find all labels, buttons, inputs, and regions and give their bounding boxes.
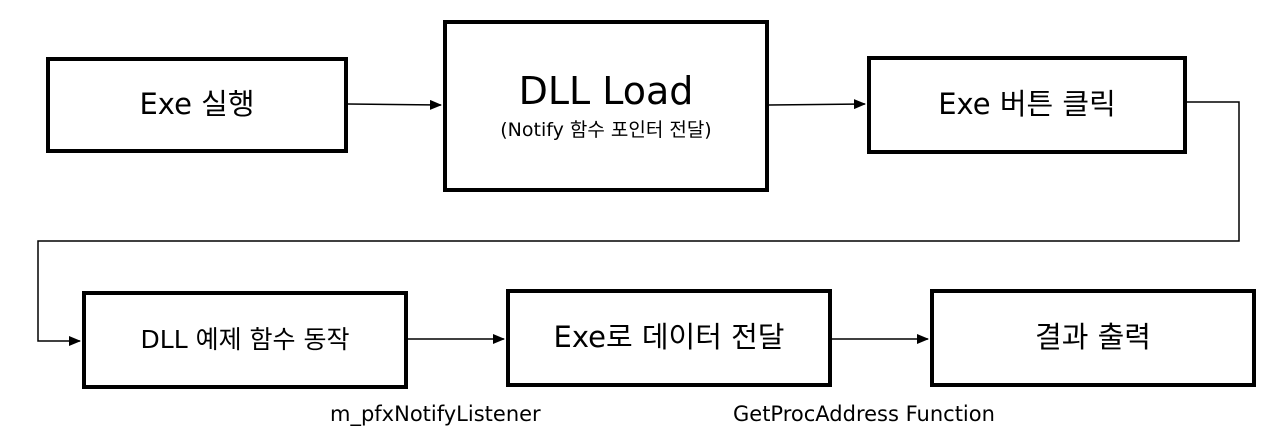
node-output-result-label: 결과 출력 bbox=[1035, 320, 1151, 355]
edge-label-getprocaddress: GetProcAddress Function bbox=[733, 402, 995, 426]
node-send-to-exe-label: Exe로 데이터 전달 bbox=[553, 320, 785, 355]
node-exe-button-click-label: Exe 버튼 클릭 bbox=[938, 87, 1116, 122]
node-output-result: 결과 출력 bbox=[930, 289, 1256, 387]
node-dll-load-label: DLL Load bbox=[518, 68, 694, 113]
node-exe-run-label: Exe 실행 bbox=[139, 87, 255, 122]
node-dll-load-sublabel: (Notify 함수 포인터 전달) bbox=[500, 119, 712, 142]
edge-button-click-to-dll-example bbox=[37, 101, 1240, 346]
node-dll-example-func-label: DLL 예제 함수 동작 bbox=[140, 324, 350, 354]
node-exe-button-click: Exe 버튼 클릭 bbox=[867, 56, 1187, 154]
node-dll-load: DLL Load (Notify 함수 포인터 전달) bbox=[443, 20, 769, 192]
edge-exe-run-to-dll-load bbox=[347, 99, 442, 110]
edge-label-notify-listener: m_pfxNotifyListener bbox=[330, 402, 541, 426]
edge-dll-load-to-button-click bbox=[768, 99, 866, 110]
node-send-to-exe: Exe로 데이터 전달 bbox=[506, 289, 832, 387]
node-dll-example-func: DLL 예제 함수 동작 bbox=[82, 291, 408, 389]
node-exe-run: Exe 실행 bbox=[46, 57, 348, 153]
